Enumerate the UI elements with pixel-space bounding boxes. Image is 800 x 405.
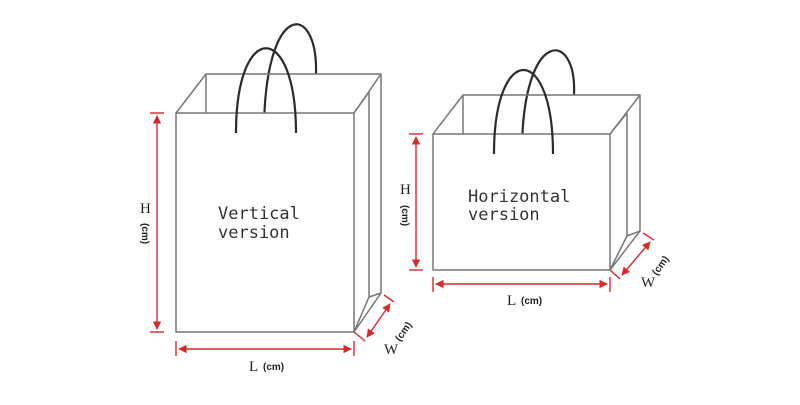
vertical-bag-length-letter: L: [249, 359, 258, 375]
vertical-bag-height-letter: H: [140, 201, 151, 217]
horizontal-bag-width-dimension: [609, 232, 655, 280]
horizontal-bag-height-unit: (cm): [399, 205, 410, 226]
horizontal-bag-width-unit: (cm): [650, 254, 671, 278]
vertical-bag-title-line2: version: [218, 223, 290, 243]
vertical-bag-title-line1: Vertical: [218, 204, 300, 224]
horizontal-bag-front-face: [432, 133, 611, 271]
vertical-bag-gusset: [353, 91, 370, 114]
horizontal-bag-title-line2: version: [468, 205, 540, 225]
vertical-bag-length-unit: (cm): [263, 362, 284, 373]
vertical-bag-back-handle: [262, 23, 318, 134]
horizontal-bag-length-letter: L: [507, 293, 516, 309]
horizontal-bag: [432, 49, 641, 271]
vertical-bag-width-arrow: [366, 303, 391, 338]
vertical-bag-width-dimension: [353, 294, 395, 342]
horizontal-bag-bottom-fold: [609, 230, 641, 271]
horizontal-bag-gusset: [609, 112, 628, 135]
vertical-bag-front-handle: [234, 47, 298, 134]
horizontal-bag-side-panel: [609, 95, 641, 271]
vertical-bag-width-letter: W: [384, 342, 399, 358]
vertical-bag-height-dimension: [150, 112, 164, 333]
horizontal-bag-width-arrow: [621, 241, 651, 276]
horizontal-bag-width-letter: W: [641, 275, 656, 291]
horizontal-bag-height-dimension: [409, 133, 423, 271]
vertical-bag-length-dimension: [175, 341, 355, 356]
horizontal-bag-length-dimension: [432, 277, 611, 292]
horizontal-bag-title-line1: Horizontal: [468, 187, 570, 207]
horizontal-bag-back-handle: [520, 49, 576, 154]
vertical-bag-height-unit: (cm): [139, 223, 150, 244]
vertical-bag-side-panel: [353, 74, 382, 333]
horizontal-bag-height-letter: H: [400, 182, 411, 198]
horizontal-bag-front-handle: [492, 69, 555, 155]
vertical-bag-front-face: [175, 112, 355, 333]
horizontal-bag-back-rim: [432, 94, 641, 135]
vertical-bag-bottom-fold: [353, 292, 382, 333]
vertical-bag-width-unit: (cm): [393, 320, 414, 344]
vertical-bag: [175, 23, 382, 333]
horizontal-bag-length-unit: (cm): [521, 296, 542, 307]
